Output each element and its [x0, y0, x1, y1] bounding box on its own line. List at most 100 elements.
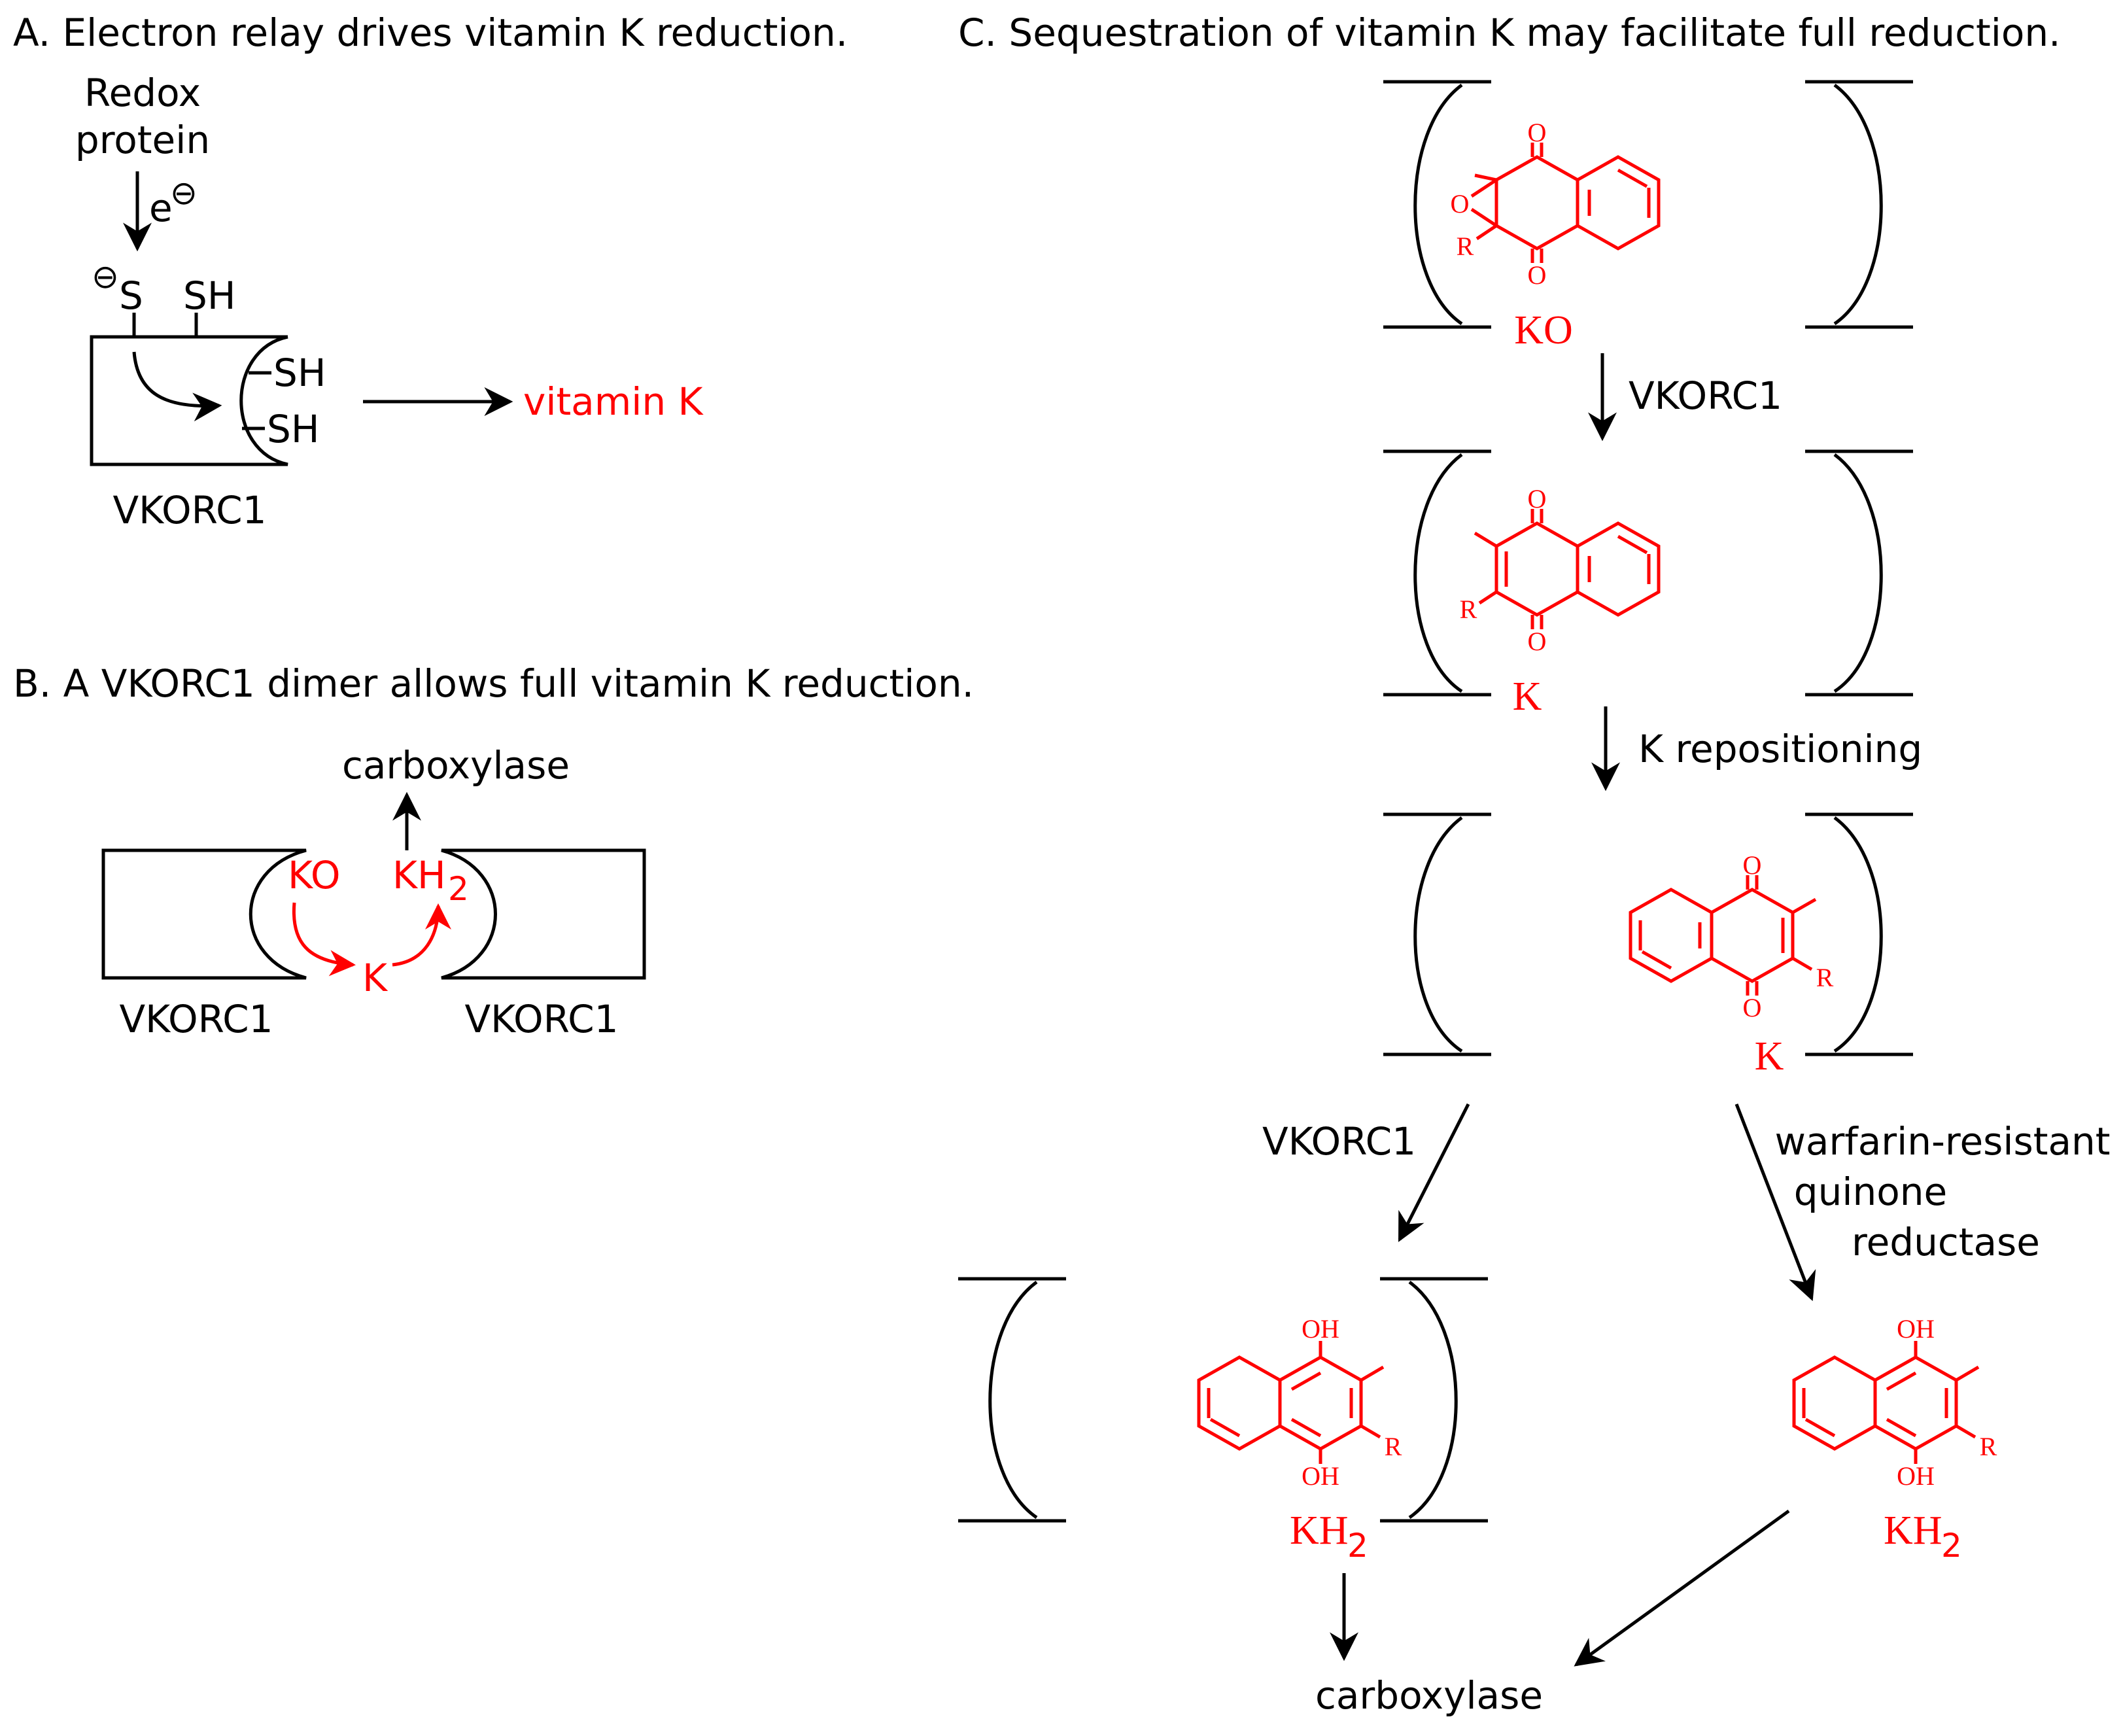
- kh2b-methyl: [1955, 1365, 1980, 1382]
- k1-r-bond: [1478, 590, 1498, 605]
- reductase-branch-arrow: [1735, 1103, 1816, 1302]
- bracket-left-2: [1383, 449, 1491, 697]
- vkorc1-step-label: VKORC1: [1629, 373, 1782, 418]
- kh2b-r-group: R: [1980, 1432, 1997, 1461]
- bracket-right-4: [1380, 1277, 1488, 1523]
- redox-protein-label-2: protein: [75, 118, 210, 162]
- kh2b-oh-bottom: OH: [1897, 1461, 1935, 1491]
- bracket-left-1: [1383, 80, 1491, 329]
- ko-epoxide-bond-2: [1470, 207, 1498, 228]
- reductase-label-3: reductase: [1852, 1220, 2040, 1264]
- kh2a-r-bond: [1360, 1424, 1381, 1439]
- electron-label: e: [149, 186, 173, 230]
- reductase-label-2: quinone: [1794, 1170, 1947, 1214]
- ko-label-c: KO: [1514, 308, 1573, 353]
- panel-b: B. A VKORC1 dimer allows full vitamin K …: [13, 661, 974, 1041]
- bracket-left-3: [1383, 812, 1491, 1056]
- redox-protein-label-1: Redox: [84, 71, 201, 115]
- kh2-subscript-c-2: 2: [1941, 1527, 1962, 1565]
- thiolate-charge: ⊖: [92, 258, 119, 296]
- k-to-kh2-arrow: [392, 903, 451, 967]
- kh2b-double-bond-3: [1886, 1371, 1917, 1391]
- panel-b-title: B. A VKORC1 dimer allows full vitamin K …: [13, 661, 974, 706]
- k1-quinone-ring: [1494, 521, 1579, 617]
- vkorc1-right-label: VKORC1: [464, 997, 618, 1041]
- vkorc1-left-shape: [101, 848, 307, 980]
- repositioning-label: K repositioning: [1638, 727, 1922, 771]
- kh2a-double-bond-5: [1290, 1417, 1322, 1438]
- kh2b-double-bond-5: [1886, 1417, 1917, 1438]
- carboxylase-label-c: carboxylase: [1315, 1673, 1543, 1718]
- k1-double-bond-3: [1617, 534, 1648, 555]
- ko-r-group: R: [1457, 232, 1474, 261]
- bracket-right-2: [1805, 449, 1913, 697]
- pocket-thiol-1: SH: [273, 351, 326, 395]
- kh2b-oh-top: OH: [1897, 1314, 1935, 1344]
- k1-r-group: R: [1460, 595, 1477, 624]
- ko-oxygen-bottom: O: [1528, 260, 1547, 290]
- ko-epoxide-bond-1: [1470, 178, 1498, 198]
- panel-a: A. Electron relay drives vitamin K reduc…: [13, 10, 848, 532]
- ko-label-b: KO: [288, 853, 341, 897]
- vkorc1-right-shape: [441, 848, 646, 980]
- panel-a-title: A. Electron relay drives vitamin K reduc…: [13, 10, 848, 55]
- k2-oxygen-bottom: O: [1743, 993, 1762, 1022]
- k-molecule-1: O O R: [1460, 484, 1661, 656]
- electron-relay-arrow: [132, 351, 222, 422]
- k2-double-bond-3: [1641, 950, 1672, 970]
- kh2a-double-bond-3: [1290, 1371, 1322, 1391]
- panel-c: C. Sequestration of vitamin K may facili…: [958, 10, 2111, 1718]
- electron-charge: ⊖: [170, 174, 198, 212]
- kh2a-methyl: [1360, 1365, 1385, 1382]
- vkorc1-protein-shape: [90, 335, 288, 466]
- k2-quinone-ring: [1710, 888, 1795, 983]
- k2-r-bond: [1791, 956, 1813, 971]
- vkorc1-left-label: VKORC1: [119, 997, 273, 1041]
- ko-methyl: [1474, 173, 1497, 182]
- ko-molecule: O O O R: [1451, 118, 1661, 290]
- reductase-label-1: warfarin-resistant: [1774, 1119, 2110, 1164]
- carboxylase-label-b: carboxylase: [342, 743, 570, 788]
- vkorc1-branch-arrow: [1398, 1103, 1470, 1242]
- kh2-label-b: KH: [392, 853, 446, 897]
- k-label-c-1: K: [1513, 674, 1542, 719]
- kh2-label-c-1: KH: [1290, 1508, 1349, 1553]
- kh2-label-c-2: KH: [1884, 1508, 1942, 1553]
- kh2a-r-group: R: [1385, 1432, 1402, 1461]
- ko-benzene-ring: [1576, 155, 1661, 251]
- pocket-thiol-2: SH: [267, 407, 319, 451]
- ko-quinone-ring: [1494, 155, 1579, 251]
- bracket-right-1: [1805, 80, 1913, 329]
- ko-to-k-arrow: [292, 902, 356, 977]
- k1-oxygen-bottom: O: [1528, 627, 1547, 656]
- thiol-top-label: SH: [183, 273, 235, 318]
- bracket-right-3: [1805, 812, 1913, 1056]
- k1-methyl: [1474, 531, 1498, 548]
- k-molecule-2: O O R: [1629, 850, 1834, 1022]
- k1-benzene-ring: [1576, 521, 1661, 617]
- kh2a-oh-bottom: OH: [1302, 1461, 1339, 1491]
- kh2a-double-bond-2: [1209, 1417, 1241, 1438]
- k-label-b: K: [362, 956, 388, 1000]
- bracket-left-4: [958, 1277, 1066, 1523]
- kh2b-double-bond-2: [1804, 1417, 1836, 1438]
- kh2-molecule-1: OH OH R: [1197, 1314, 1402, 1491]
- reductase-kh2-to-carboxylase-arrow: [1574, 1509, 1790, 1667]
- k2-oxygen-top: O: [1743, 850, 1762, 880]
- ko-r-bond: [1476, 224, 1498, 241]
- kh2b-r-bond: [1955, 1424, 1976, 1439]
- k-label-c-2: K: [1755, 1034, 1784, 1079]
- vkorc1-branch-label: VKORC1: [1262, 1119, 1416, 1164]
- thiolate-label: S: [119, 273, 143, 318]
- kh2-molecule-2: OH OH R: [1792, 1314, 1997, 1491]
- k2-r-group: R: [1816, 963, 1834, 992]
- ko-oxygen-top: O: [1528, 118, 1547, 147]
- kh2-subscript-c-1: 2: [1347, 1527, 1368, 1565]
- vkorc1-label: VKORC1: [112, 488, 266, 532]
- kh2-subscript-b: 2: [448, 870, 469, 908]
- ko-double-bond-3: [1617, 168, 1648, 188]
- k1-oxygen-top: O: [1528, 484, 1547, 513]
- k2-methyl: [1791, 897, 1817, 914]
- vitamin-k-product: vitamin K: [523, 379, 704, 424]
